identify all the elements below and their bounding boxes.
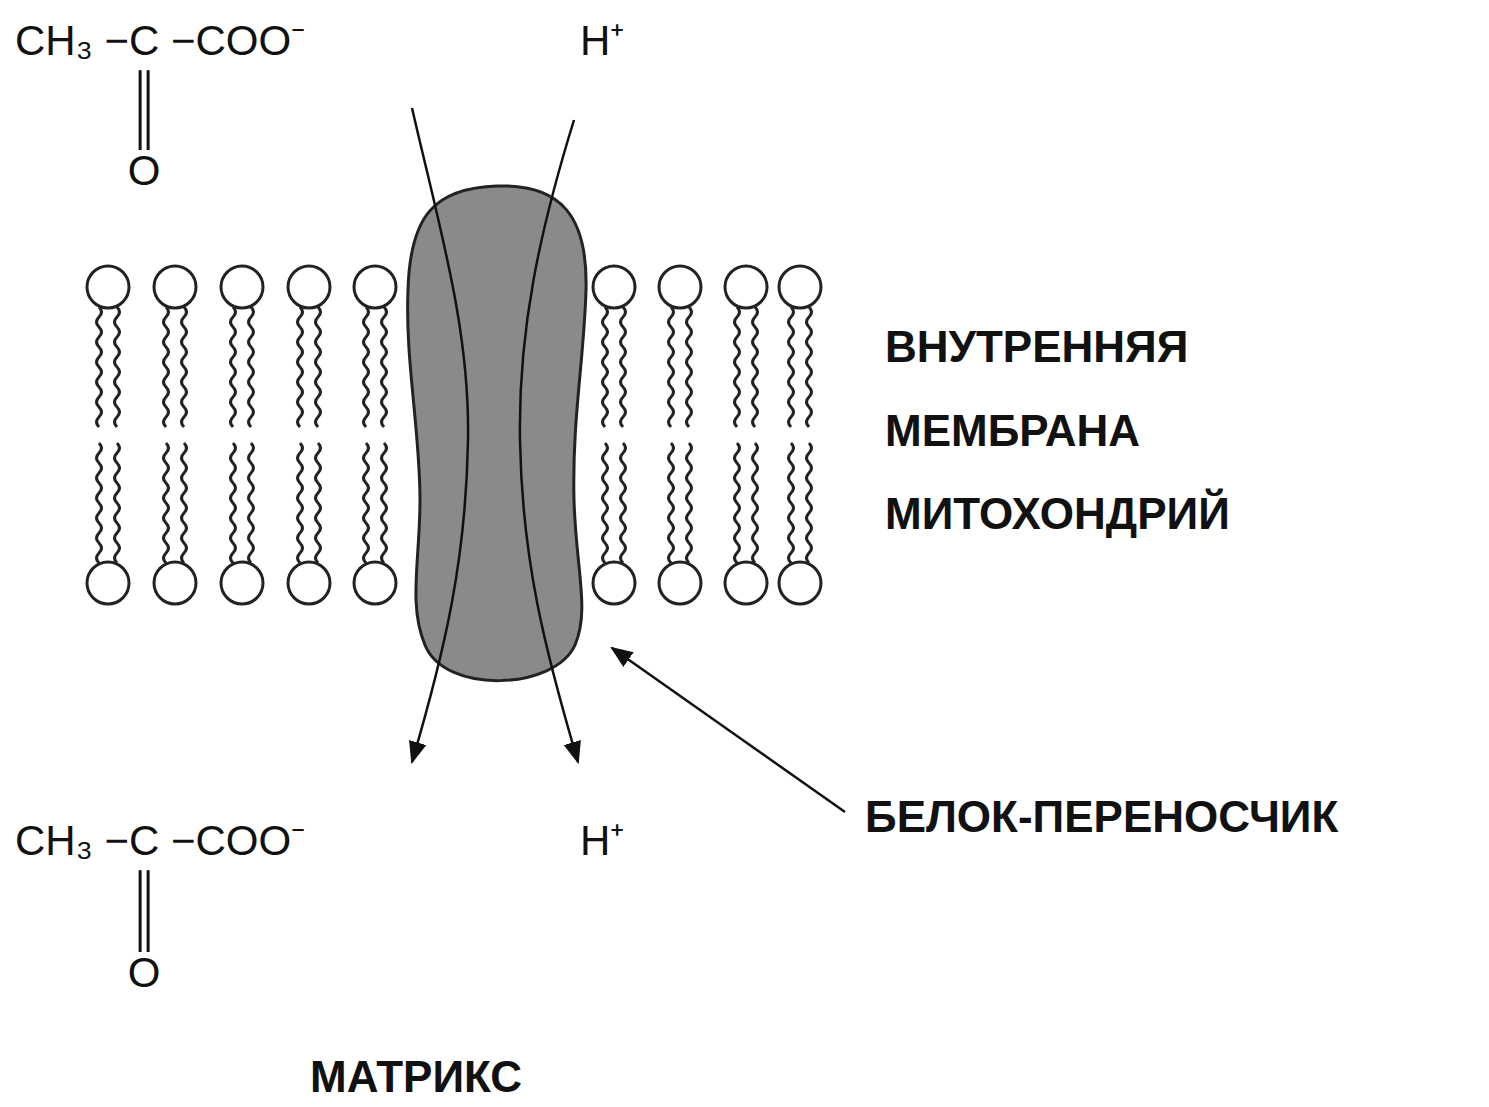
lipid-tail — [182, 307, 187, 427]
lipid-tail — [164, 307, 169, 427]
lipid-tail — [807, 443, 812, 563]
lipid-tail — [382, 443, 387, 563]
lipid-tail — [231, 443, 236, 563]
double-bond — [147, 70, 150, 150]
lipid-tail — [97, 307, 102, 427]
transport-path — [520, 120, 578, 762]
lipid-tail — [164, 443, 169, 563]
carrier-protein — [408, 186, 586, 681]
lipid-tail — [669, 443, 674, 563]
proton-label: H⁺ — [580, 18, 624, 64]
lipid-head — [221, 562, 263, 604]
lipid-tail — [753, 307, 758, 427]
double-bond — [139, 870, 142, 952]
lipid-head — [725, 266, 767, 308]
proton-label: H⁺ — [580, 818, 624, 864]
lipid-tail — [182, 443, 187, 563]
lipid-tail — [115, 307, 120, 427]
lipid-head — [87, 562, 129, 604]
lipid-tail — [789, 443, 794, 563]
lipid-tail — [735, 307, 740, 427]
lipid-head — [288, 562, 330, 604]
leader-line — [612, 648, 845, 812]
oxygen-atom: O — [128, 148, 161, 194]
lipid-head — [779, 562, 821, 604]
lipid-head — [593, 266, 635, 308]
double-bond — [147, 870, 150, 952]
matrix-label: МАТРИКС — [310, 1053, 522, 1101]
lipid-head — [354, 562, 396, 604]
lipid-tail — [687, 443, 692, 563]
lipid-head — [288, 266, 330, 308]
lipid-tail — [97, 443, 102, 563]
lipid-tail — [249, 307, 254, 427]
lipid-head — [779, 266, 821, 308]
lipid-tail — [249, 443, 254, 563]
lipid-tail — [669, 307, 674, 427]
lipid-head — [221, 266, 263, 308]
lipid-tail — [621, 307, 626, 427]
lipid-tail — [621, 443, 626, 563]
lipid-tail — [364, 307, 369, 427]
lipid-head — [659, 266, 701, 308]
lipid-tail — [735, 443, 740, 563]
lipid-tail — [753, 443, 758, 563]
lipid-tail — [789, 307, 794, 427]
lipid-tail — [316, 307, 321, 427]
lipid-head — [593, 562, 635, 604]
transport-path — [412, 108, 468, 762]
pyruvate-formula: CH₃ −C −COO⁻ — [15, 18, 305, 64]
lipid-tail — [231, 307, 236, 427]
lipid-tail — [298, 307, 303, 427]
lipid-tail — [687, 307, 692, 427]
membrane-label: ВНУТРЕННЯЯ МЕМБРАНА МИТОХОНДРИЙ — [885, 305, 1425, 556]
lipid-tail — [382, 307, 387, 427]
lipid-tail — [364, 443, 369, 563]
double-bond — [139, 70, 142, 150]
lipid-tail — [115, 443, 120, 563]
carrier-label: БЕЛОК-ПЕРЕНОСЧИК — [865, 793, 1338, 841]
lipid-tail — [603, 307, 608, 427]
lipid-head — [659, 562, 701, 604]
lipid-tail — [603, 443, 608, 563]
lipid-tail — [298, 443, 303, 563]
lipid-tail — [807, 307, 812, 427]
lipid-head — [725, 562, 767, 604]
lipid-tail — [316, 443, 321, 563]
lipid-head — [87, 266, 129, 308]
lipid-head — [354, 266, 396, 308]
lipid-head — [154, 562, 196, 604]
lipid-head — [154, 266, 196, 308]
oxygen-atom: O — [128, 950, 161, 996]
pyruvate-formula: CH₃ −C −COO⁻ — [15, 818, 305, 864]
